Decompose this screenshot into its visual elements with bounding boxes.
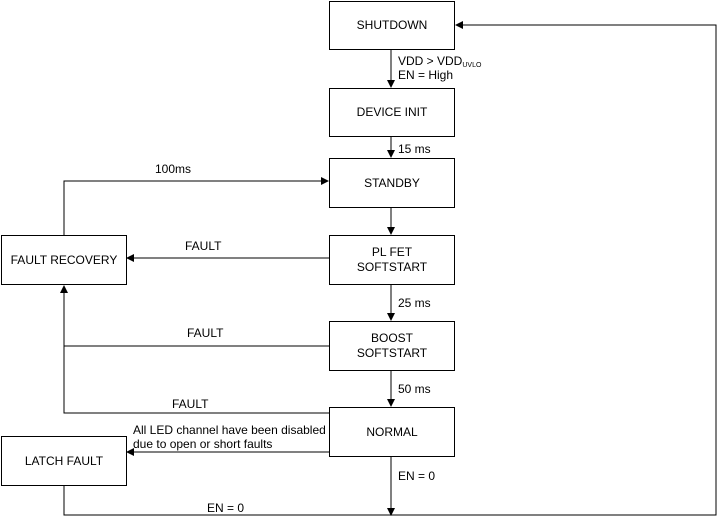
state-fault-recovery-label: FAULT RECOVERY xyxy=(10,252,118,267)
state-standby: STANDBY xyxy=(329,158,455,208)
label-en-high: EN = High xyxy=(398,68,454,82)
line-normal-fault xyxy=(63,346,329,414)
state-pl-fet-softstart: PL FET SOFTSTART xyxy=(329,235,455,285)
state-standby-label: STANDBY xyxy=(364,175,420,190)
label-led-disabled-line2: due to open or short faults xyxy=(133,437,273,451)
state-latch-fault-label: LATCH FAULT xyxy=(24,453,104,468)
state-normal: NORMAL xyxy=(329,407,455,457)
state-normal-label: NORMAL xyxy=(366,424,418,439)
arrow-recovery-to-standby xyxy=(63,177,329,235)
state-device-init: DEVICE INIT xyxy=(329,88,455,137)
label-en0-latch: EN = 0 xyxy=(207,501,245,515)
state-device-init-label: DEVICE INIT xyxy=(356,105,428,119)
label-25ms: 25 ms xyxy=(398,296,431,310)
state-shutdown: SHUTDOWN xyxy=(329,1,455,50)
label-vdd-subscript: UVLO xyxy=(462,62,482,69)
label-en0-normal: EN = 0 xyxy=(398,469,436,483)
state-pl-fet-label-line2: SOFTSTART xyxy=(356,260,428,274)
state-shutdown-label: SHUTDOWN xyxy=(356,18,428,32)
label-fault-boost: FAULT xyxy=(187,326,224,340)
arrow-en0-return xyxy=(63,21,717,516)
state-boost-label-line2: SOFTSTART xyxy=(356,346,428,360)
state-latch-fault: LATCH FAULT xyxy=(1,436,127,486)
state-fault-recovery: FAULT RECOVERY xyxy=(1,235,127,285)
state-boost-softstart: BOOST SOFTSTART xyxy=(329,321,455,371)
label-vdd-main: VDD > VDD xyxy=(398,54,463,68)
state-pl-fet-label-line1: PL FET xyxy=(371,245,413,259)
label-100ms: 100ms xyxy=(155,162,192,176)
label-fault-normal: FAULT xyxy=(172,397,209,411)
label-fault-plfet: FAULT xyxy=(185,239,222,253)
label-led-disabled-line1: All LED channel have been disabled xyxy=(133,423,326,437)
label-vdd-condition: VDD > VDDUVLO xyxy=(398,54,481,73)
label-50ms: 50 ms xyxy=(398,382,431,396)
label-15ms: 15 ms xyxy=(398,142,431,156)
state-boost-label-line1: BOOST xyxy=(370,331,413,345)
